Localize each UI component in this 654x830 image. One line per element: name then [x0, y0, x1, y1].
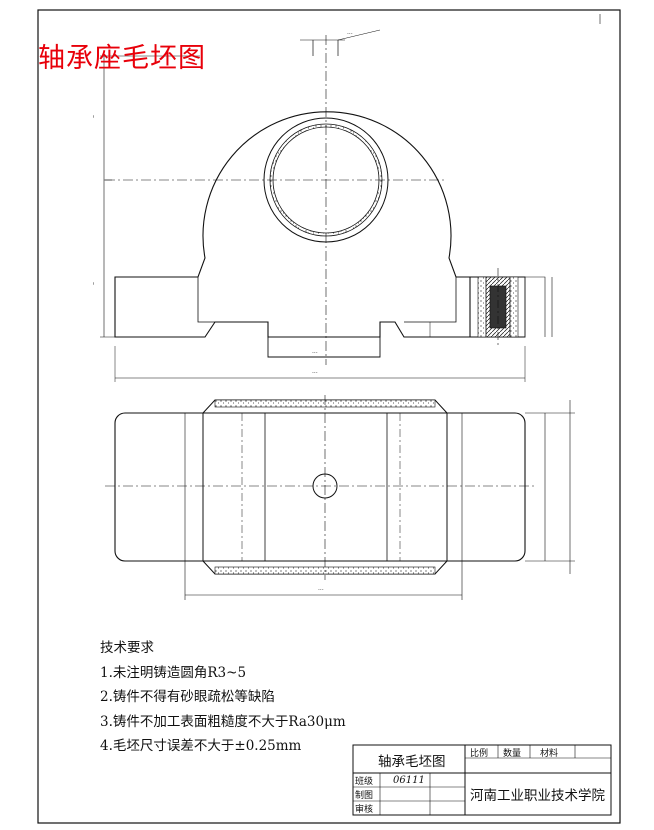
title-block-institution: 河南工业职业技术学院 [470, 788, 605, 804]
title-block-class-label: 班级 [355, 777, 374, 787]
notes-heading: 技术要求 [100, 640, 154, 656]
note-item: 1.未注明铸造圆角R3~5 [100, 664, 247, 681]
svg-text:–: – [90, 115, 97, 118]
title-block-drawn-by-label: 制图 [355, 791, 374, 801]
svg-text:···: ··· [318, 587, 324, 594]
front-view [100, 29, 553, 382]
title-block-material-label: 材料 [540, 749, 559, 759]
title-block-scale-label: 比例 [470, 749, 489, 759]
note-item: 4.毛坯尺寸误差不大于±0.25mm [100, 738, 302, 754]
drawing-title: 轴承座毛坯图 [38, 43, 206, 74]
title-block-class-value: 06111 [393, 775, 425, 786]
note-item: 2.铸件不得有砂眼疏松等缺陷 [100, 689, 275, 705]
title-block-checked-by-label: 审核 [355, 805, 374, 815]
drawing-border [37, 9, 621, 824]
svg-text:···: ··· [312, 350, 318, 357]
svg-text:–: – [90, 282, 97, 285]
title-block-drawing-name: 轴承毛坯图 [378, 754, 446, 770]
title-block-quantity-label: 数量 [503, 749, 522, 759]
dimension-marks: – – ··· ··· ··· ··· [90, 31, 353, 594]
svg-text:···: ··· [312, 370, 318, 377]
note-item: 3.铸件不加工表面粗糙度不大于Ra30μm [100, 713, 346, 730]
technical-requirements: 技术要求 1.未注明铸造圆角R3~5 2.铸件不得有砂眼疏松等缺陷 3.铸件不加… [100, 636, 346, 759]
title-block [352, 744, 612, 816]
svg-text:···: ··· [347, 31, 353, 38]
top-view [105, 395, 575, 600]
